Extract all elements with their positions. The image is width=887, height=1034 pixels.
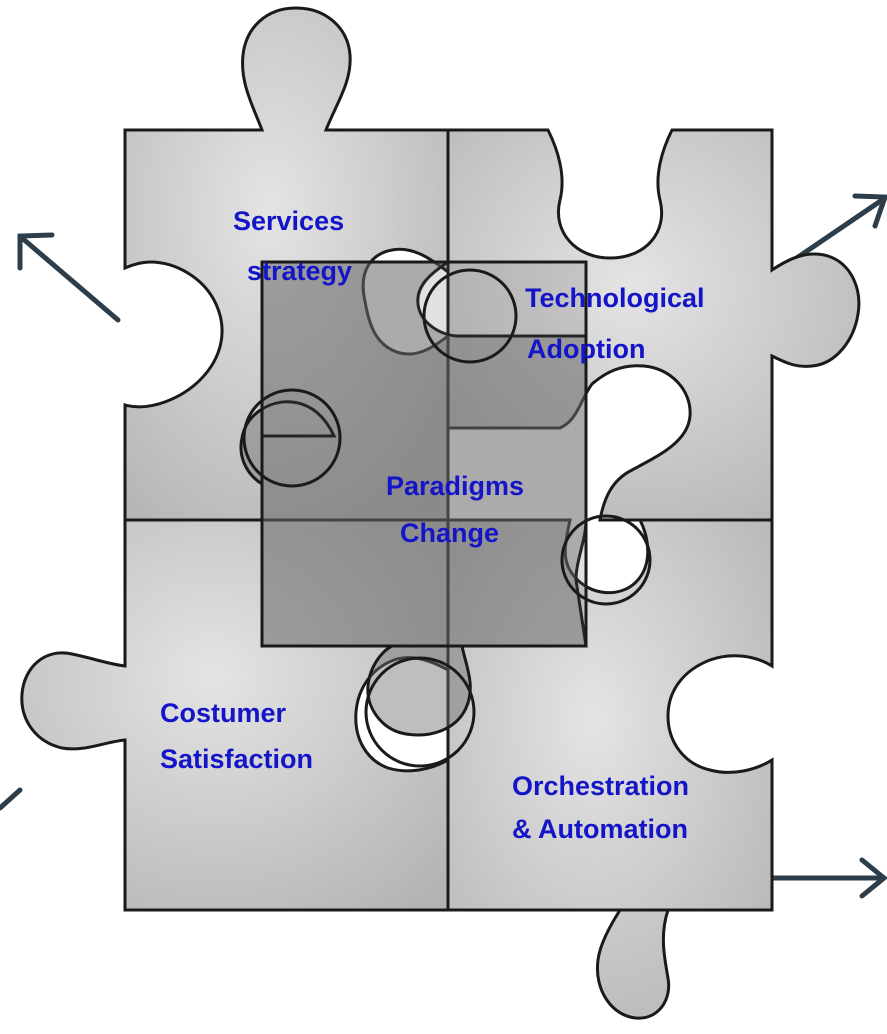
label-tech-line1: Technological: [525, 283, 705, 313]
label-costumer-line2: Satisfaction: [160, 744, 313, 774]
piece-top-right: [446, 128, 861, 522]
label-tech-line2: Adoption: [527, 334, 645, 364]
label-orchestration-line1: Orchestration: [512, 771, 689, 801]
arrow-up-right-head: [852, 193, 887, 229]
label-orchestration-line2: & Automation: [512, 814, 688, 844]
piece-center: [239, 260, 588, 737]
arrow-up-left: [19, 235, 121, 323]
label-paradigms-line1: Paradigms: [386, 471, 524, 501]
label-services-line1: Services: [233, 206, 344, 236]
arrow-up-left-head: [17, 232, 55, 271]
label-services-line2: strategy: [247, 256, 352, 286]
labels: Services strategy Technological Adoption…: [160, 206, 705, 844]
arrow-down-left: [0, 787, 23, 811]
joint-knobs: [242, 268, 652, 768]
label-paradigms-line2: Change: [400, 518, 499, 548]
piece-top-left: [123, 6, 450, 522]
piece-bottom-left: [20, 518, 450, 912]
arrow-right-head: [859, 857, 887, 899]
label-costumer-line1: Costumer: [160, 698, 287, 728]
